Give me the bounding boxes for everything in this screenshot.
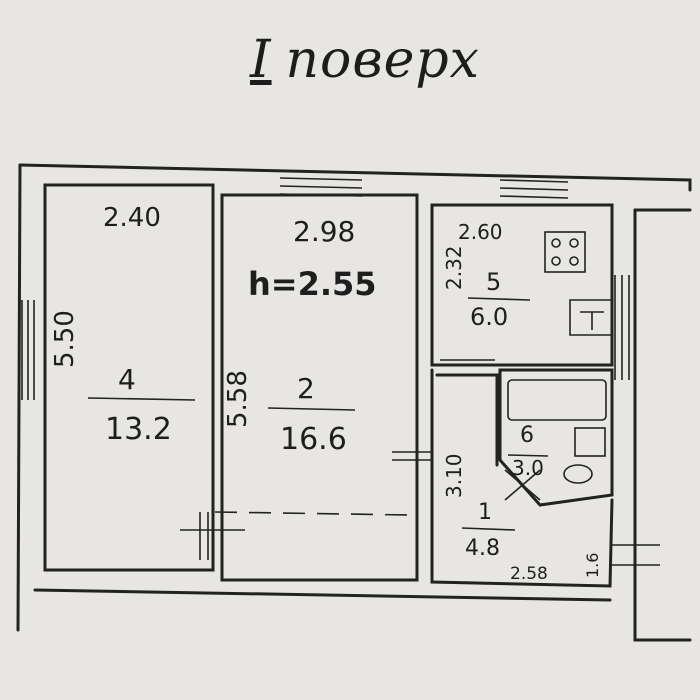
burner-icon (569, 238, 579, 248)
room-6-area: 3.0 (512, 456, 544, 480)
window-kitchen-side (614, 275, 630, 380)
room-2-width: 2.98 (293, 215, 356, 248)
toilet-icon (563, 464, 593, 484)
burner-icon (551, 256, 561, 266)
floor-number: I (250, 30, 272, 90)
outer-wall-top (18, 163, 692, 192)
burner-icon (551, 238, 561, 248)
room-4-number: 4 (118, 363, 136, 396)
room-1-fraction-line (461, 527, 516, 531)
room-6-fraction-line (507, 454, 549, 457)
room-4-width: 2.40 (103, 203, 161, 233)
door-room-4 (180, 512, 245, 560)
room-4-outline (43, 183, 215, 572)
room-5-length: 2.32 (442, 245, 466, 290)
stove-icon (544, 231, 586, 273)
hallway-inner-wall (435, 373, 499, 467)
room-5-area: 6.0 (470, 303, 509, 331)
room-2-ceiling-height: h=2.55 (248, 265, 377, 303)
room-2-fraction-line (267, 407, 356, 411)
door-swing-mark (504, 469, 541, 501)
room-5-fraction-line (467, 297, 531, 301)
washbasin-icon (574, 427, 606, 457)
room-1-area: 4.8 (465, 536, 500, 561)
door-room-2 (392, 451, 432, 461)
room-6-outline (498, 368, 614, 507)
window-room-5 (499, 179, 569, 199)
bathtub-icon (507, 379, 607, 421)
passage-dashed-line (214, 511, 411, 516)
room-2-area: 16.6 (280, 422, 347, 457)
window-room-2 (279, 177, 363, 197)
room-5-width: 2.60 (458, 220, 503, 244)
room-1-length: 1.6 (583, 552, 602, 578)
room-5-number: 5 (486, 268, 502, 296)
outer-wall-right (633, 208, 692, 642)
burner-icon (569, 256, 579, 266)
room-1-number: 1 (478, 500, 492, 525)
room-4-length: 5.50 (50, 310, 80, 368)
room-2-length: 5.58 (223, 370, 253, 428)
room-1-outline (430, 368, 614, 588)
floor-label: поверх (285, 30, 480, 90)
room-4-area: 13.2 (105, 412, 172, 447)
room-5-outline (430, 203, 614, 367)
entrance-door (610, 544, 660, 566)
kitchen-sink-icon (569, 299, 613, 336)
outer-wall-bottom (33, 588, 612, 602)
room-1-width: 2.58 (510, 564, 548, 584)
room-2-number: 2 (297, 372, 315, 405)
room-6-length: 3.10 (442, 453, 466, 498)
window-room-4 (21, 300, 35, 400)
room-6-number: 6 (520, 423, 534, 448)
room-4-fraction-line (87, 397, 196, 401)
outer-wall-left (16, 163, 22, 632)
